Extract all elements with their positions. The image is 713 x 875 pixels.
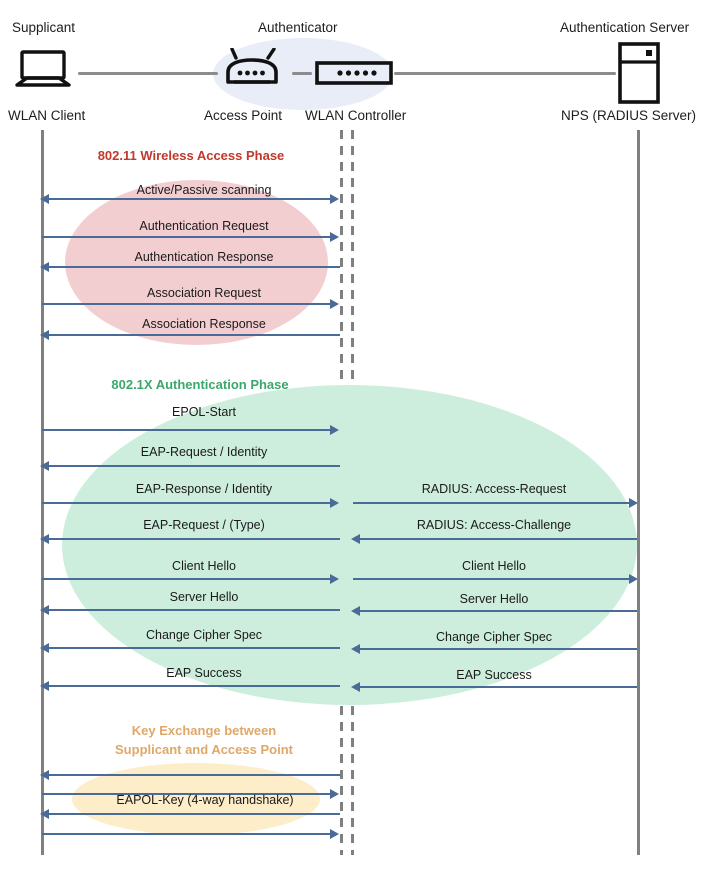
message-line-client-hello-right xyxy=(353,578,633,580)
message-line-eapol-key-2 xyxy=(42,793,336,795)
arrowhead-right-client-hello-left xyxy=(330,574,339,584)
message-line-radius-access-challenge xyxy=(357,538,637,540)
message-label-client-hello-left: Client Hello xyxy=(172,559,236,573)
message-label-radius-access-challenge: RADIUS: Access-Challenge xyxy=(416,518,572,532)
message-label-change-cipher-spec-left: Change Cipher Spec xyxy=(145,628,263,642)
message-label-eap-request-identity: EAP-Request / Identity xyxy=(140,445,268,459)
message-line-eapol-key-4 xyxy=(42,833,336,835)
message-line-eap-success-left xyxy=(46,685,340,687)
arrowhead-right-active-passive-scanning xyxy=(330,194,339,204)
arrowhead-left-eap-request-type xyxy=(40,534,49,544)
arrowhead-left-eap-success-right xyxy=(351,682,360,692)
message-label-active-passive-scanning: Active/Passive scanning xyxy=(136,183,272,197)
lifeline-supplicant xyxy=(41,130,44,855)
message-line-association-request xyxy=(42,303,336,305)
arrowhead-left-radius-access-challenge xyxy=(351,534,360,544)
message-line-eap-request-type xyxy=(46,538,340,540)
message-label-eap-success-right: EAP Success xyxy=(456,668,532,682)
message-line-radius-access-request xyxy=(353,502,633,504)
message-label-association-request: Association Request xyxy=(147,286,261,300)
actor-role-authenticator: Authenticator xyxy=(258,20,338,35)
arrowhead-right-authentication-request xyxy=(330,232,339,242)
message-label-server-hello-right: Server Hello xyxy=(459,592,529,606)
actor-role-supplicant: Supplicant xyxy=(12,20,76,35)
message-line-change-cipher-spec-left xyxy=(46,647,340,649)
message-line-eap-response-identity xyxy=(42,502,336,504)
actor-role-authentication-server: Authentication Server xyxy=(560,20,690,35)
wire-ap-to-controller xyxy=(292,72,312,75)
phase-ellipse-wireless-access xyxy=(65,180,328,345)
message-label-change-cipher-spec-right: Change Cipher Spec xyxy=(435,630,553,644)
message-line-eap-request-identity xyxy=(46,465,340,467)
message-line-eap-success-right xyxy=(357,686,637,688)
message-label-eapol-key-4way-handshake: EAPOL-Key (4-way handshake) xyxy=(116,793,294,807)
phase-title-wireless-access: 802.11 Wireless Access Phase xyxy=(97,148,285,163)
message-line-change-cipher-spec-right xyxy=(357,648,637,650)
arrowhead-left-server-hello-left xyxy=(40,605,49,615)
arrowhead-left-change-cipher-spec-left xyxy=(40,643,49,653)
arrowhead-right-client-hello-right xyxy=(629,574,638,584)
message-label-association-response: Association Response xyxy=(142,317,266,331)
wire-client-to-ap xyxy=(78,72,218,75)
arrowhead-left-association-response xyxy=(40,330,49,340)
arrowhead-left-server-hello-right xyxy=(351,606,360,616)
laptop-icon xyxy=(14,50,72,90)
message-label-eap-request-type: EAP-Request / (Type) xyxy=(143,518,265,532)
message-line-authentication-request xyxy=(42,236,336,238)
message-line-active-passive-scanning xyxy=(46,198,336,200)
arrowhead-right-eapol-key-4 xyxy=(330,829,339,839)
message-label-eap-response-identity: EAP-Response / Identity xyxy=(135,482,273,496)
arrowhead-right-radius-access-request xyxy=(629,498,638,508)
message-line-server-hello-right xyxy=(357,610,637,612)
message-label-eap-success-left: EAP Success xyxy=(166,666,242,680)
phase-title-key-exchange-line2: Supplicant and Access Point xyxy=(115,742,293,757)
arrowhead-left-change-cipher-spec-right xyxy=(351,644,360,654)
wire-controller-to-server xyxy=(394,72,616,75)
message-label-radius-access-request: RADIUS: Access-Request xyxy=(421,482,567,496)
arrowhead-right-eap-response-identity xyxy=(330,498,339,508)
actor-name-wlan-client: WLAN Client xyxy=(8,108,86,123)
message-line-server-hello-left xyxy=(46,609,340,611)
arrowhead-right-association-request xyxy=(330,299,339,309)
message-label-eapol-start: EPOL-Start xyxy=(172,405,236,419)
message-label-client-hello-right: Client Hello xyxy=(462,559,526,573)
arrowhead-right-eapol-start xyxy=(330,425,339,435)
access-point-icon xyxy=(218,48,290,92)
server-icon xyxy=(618,42,660,104)
arrowhead-left-eapol-key-3 xyxy=(40,809,49,819)
wlan-controller-icon xyxy=(315,60,393,86)
phase-ellipse-dot1x-auth xyxy=(62,385,637,705)
arrowhead-left-eapol-key-1 xyxy=(40,770,49,780)
message-line-association-response xyxy=(46,334,340,336)
actor-name-access-point: Access Point xyxy=(204,108,283,123)
lifeline-radius-server xyxy=(637,130,640,855)
arrowhead-left-eap-success-left xyxy=(40,681,49,691)
actor-name-wlan-controller: WLAN Controller xyxy=(305,108,407,123)
message-line-eapol-key-3 xyxy=(46,813,340,815)
actor-name-nps-radius-server: NPS (RADIUS Server) xyxy=(561,108,697,123)
message-label-server-hello-left: Server Hello xyxy=(169,590,239,604)
phase-title-key-exchange-line1: Key Exchange between xyxy=(131,723,277,738)
message-line-eapol-key-1 xyxy=(46,774,340,776)
arrowhead-left-active-passive-scanning xyxy=(40,194,49,204)
arrowhead-left-authentication-response xyxy=(40,262,49,272)
message-label-authentication-response: Authentication Response xyxy=(134,250,274,264)
message-line-client-hello-left xyxy=(42,578,336,580)
arrowhead-right-eapol-key-2 xyxy=(330,789,339,799)
message-label-authentication-request: Authentication Request xyxy=(139,219,269,233)
phase-title-dot1x-auth: 802.1X Authentication Phase xyxy=(111,377,289,392)
arrowhead-left-eap-request-identity xyxy=(40,461,49,471)
message-line-eapol-start xyxy=(42,429,336,431)
message-line-authentication-response xyxy=(46,266,340,268)
